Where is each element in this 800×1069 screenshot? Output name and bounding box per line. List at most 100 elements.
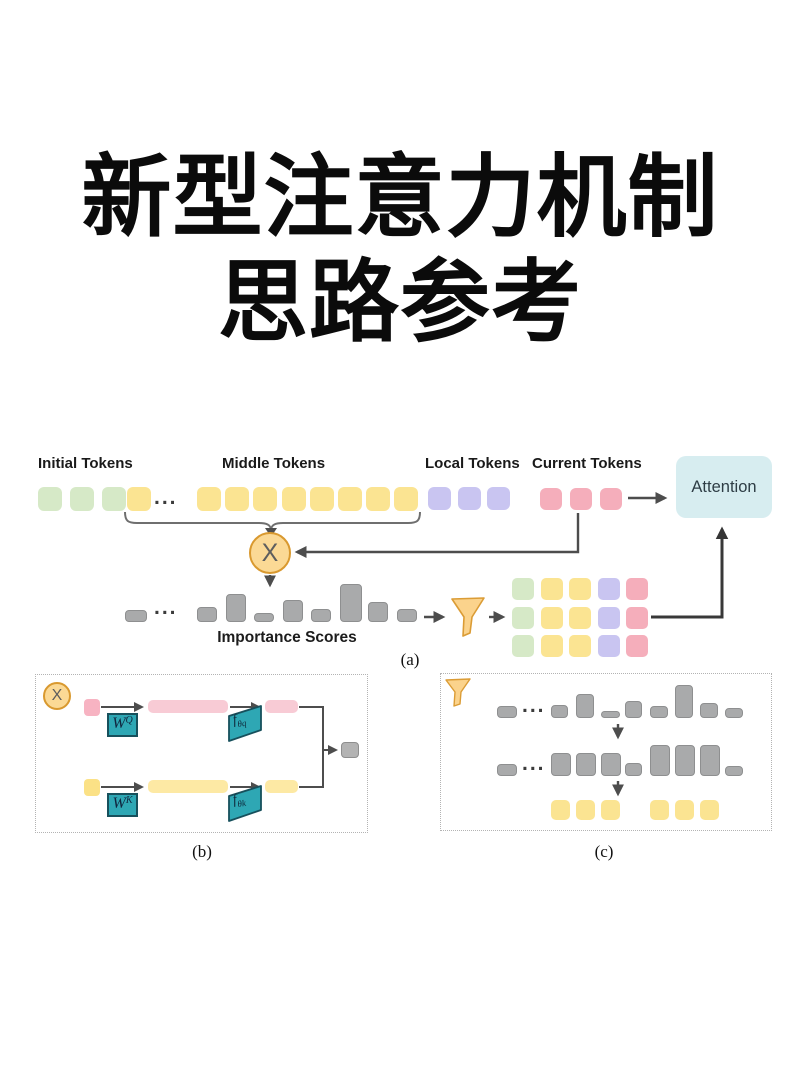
c-score-bar xyxy=(699,703,718,718)
token-current xyxy=(570,488,592,510)
c-selected-bar xyxy=(650,745,671,776)
ellipsis-tokens: ... xyxy=(154,486,178,509)
grid-cell xyxy=(597,606,620,629)
wq-sub: Q xyxy=(125,715,133,726)
c-selected-token xyxy=(551,800,570,820)
b-output-square xyxy=(341,742,359,758)
c-selected-bar xyxy=(600,753,621,776)
token-middle xyxy=(338,487,362,511)
c-funnel-icon xyxy=(445,678,471,707)
caption-c: (c) xyxy=(594,842,614,861)
score-bar xyxy=(311,609,331,622)
grid-cell xyxy=(626,578,649,600)
b-fq-trapezoid xyxy=(228,705,262,742)
c-selected-token xyxy=(575,800,595,820)
token-middle_first xyxy=(127,487,151,511)
grid-cell xyxy=(540,578,563,600)
label-current-tokens: Current Tokens xyxy=(532,455,642,472)
c-score-bar xyxy=(600,711,620,718)
fk-sub: θk xyxy=(236,797,247,810)
c-selected-bar xyxy=(575,753,596,776)
token-local xyxy=(487,487,510,510)
score-bar xyxy=(368,602,388,622)
token-current xyxy=(600,488,622,510)
grid-cell xyxy=(569,606,592,629)
current-to-x-line xyxy=(294,513,580,558)
b-fk-label: fθk xyxy=(232,791,247,810)
fq-sub: θq xyxy=(236,717,248,730)
label-middle-tokens: Middle Tokens xyxy=(222,455,326,472)
score-bar xyxy=(339,584,362,622)
label-local-tokens: Local Tokens xyxy=(425,455,520,472)
caption-a: (a) xyxy=(400,650,420,669)
c-score-bar xyxy=(497,706,517,718)
grid-cell xyxy=(512,606,534,629)
token-middle xyxy=(309,487,334,511)
grid-cell xyxy=(597,578,620,600)
middle-tokens-brace xyxy=(124,511,421,530)
token-initial xyxy=(38,487,62,511)
token-local xyxy=(457,487,481,510)
c-score-bar xyxy=(551,705,568,718)
b-fq-label: fθq xyxy=(232,711,248,730)
x-operator-label: X xyxy=(261,538,279,567)
b-x-circle: X xyxy=(43,682,71,710)
token-middle xyxy=(394,487,419,511)
grid-cell xyxy=(512,635,534,658)
token-current xyxy=(540,488,562,510)
token-middle xyxy=(281,487,306,511)
grid-cell xyxy=(540,635,563,658)
score-bar xyxy=(125,610,147,622)
b-k-input-token xyxy=(84,779,100,796)
score-bar xyxy=(254,613,274,622)
token-local xyxy=(428,487,451,510)
b-q-long-bar xyxy=(148,700,228,713)
score-bar xyxy=(225,594,246,622)
token-middle xyxy=(253,487,278,511)
b-x-label: X xyxy=(51,687,63,704)
token-middle xyxy=(366,487,391,511)
c-selected-bar xyxy=(625,763,643,776)
ellipsis-c-row2: ... xyxy=(522,752,546,775)
c-score-bar xyxy=(675,685,693,718)
grid-cell xyxy=(512,578,534,600)
grid-to-attention-line xyxy=(651,526,729,619)
importance-scores-label: Importance Scores xyxy=(217,629,357,646)
grid-cell xyxy=(569,635,592,658)
c-selected-token xyxy=(650,800,670,820)
b-q-short-bar xyxy=(265,700,298,713)
title-line2: 思路参考 xyxy=(218,253,582,354)
c-score-bar xyxy=(575,694,594,718)
grid-cell xyxy=(569,578,592,600)
score-bar xyxy=(282,600,303,622)
ellipsis-scores: ... xyxy=(154,596,178,619)
score-bar xyxy=(396,609,417,622)
token-middle xyxy=(225,487,250,511)
wk-sub: K xyxy=(125,795,133,806)
b-q-input-token xyxy=(84,699,100,716)
attention-box: Attention xyxy=(676,456,772,518)
b-k-short-bar xyxy=(265,780,298,793)
grid-cell xyxy=(597,635,620,658)
c-selected-bar xyxy=(699,745,720,776)
score-bar xyxy=(197,607,217,622)
token-initial xyxy=(102,487,126,511)
c-selected-token xyxy=(600,800,620,820)
token-middle xyxy=(197,487,221,511)
b-merge-line xyxy=(299,706,324,788)
c-selected-bar xyxy=(724,766,743,776)
c-selected-bar xyxy=(675,745,695,776)
label-initial-tokens: Initial Tokens xyxy=(38,455,133,472)
attention-label: Attention xyxy=(691,477,757,496)
ellipsis-c-row1: ... xyxy=(522,694,546,717)
c-selected-bar xyxy=(551,753,571,776)
b-k-long-bar xyxy=(148,780,228,793)
title-line1: 新型注意力机制 xyxy=(81,148,719,248)
grid-cell xyxy=(626,635,649,658)
wk-base: W xyxy=(112,795,126,812)
page-title: 新型注意力机制 思路参考 xyxy=(0,146,800,357)
multiply-operator-circle: X xyxy=(249,532,291,574)
